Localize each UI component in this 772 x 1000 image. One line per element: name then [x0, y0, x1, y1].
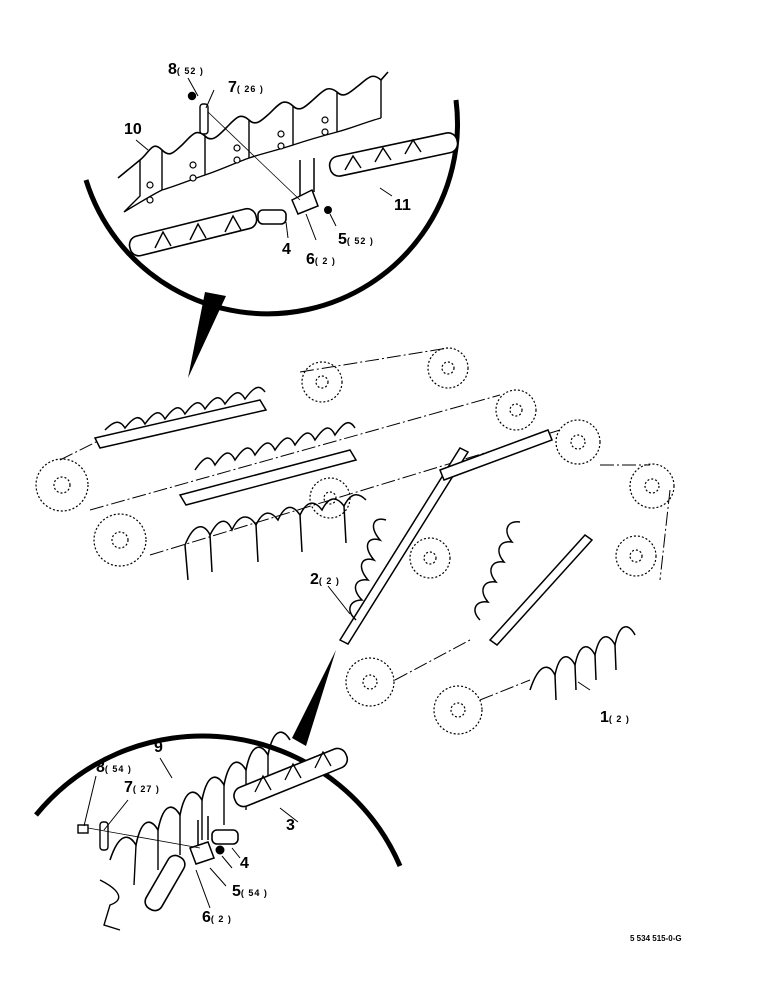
chain-3 — [233, 747, 349, 808]
nut-5 — [324, 206, 332, 214]
callout-top-6-qty: ( 2 ) — [315, 256, 336, 266]
svg-text:7( 27 ): 7( 27 ) — [124, 779, 160, 796]
slat-strip-10-lower — [123, 80, 382, 213]
slat-rivets — [146, 116, 329, 204]
callout-bot-8-qty: ( 54 ) — [105, 764, 132, 774]
svg-text:2( 2 ): 2( 2 ) — [310, 571, 340, 588]
clip-7-and-bolt-8-bottom — [77, 821, 201, 851]
callout-bot-9: 9 — [154, 739, 163, 756]
nut-5-bottom — [215, 845, 225, 855]
svg-text:8( 54 ): 8( 54 ) — [96, 759, 132, 776]
callout-top-6: 6 — [306, 251, 315, 268]
chain-path-lines — [59, 347, 671, 701]
callout-top-10: 10 — [124, 121, 142, 138]
svg-text:8( 52 ): 8( 52 ) — [168, 61, 204, 78]
callout-bot-6: 6 — [202, 909, 211, 926]
connector-link-4 — [257, 209, 287, 225]
callout-top-11: 11 — [394, 197, 411, 214]
top-detail-view: 8( 52 ) 7( 26 ) 10 11 5( 52 ) 4 6( 2 ) — [83, 61, 460, 378]
callout-bot-3: 3 — [286, 817, 295, 834]
sprockets — [35, 347, 675, 735]
top-detail-pointer — [188, 292, 226, 378]
callout-bot-7-qty: ( 27 ) — [133, 784, 160, 794]
main-assembly — [35, 347, 675, 735]
drawing-number: 5 534 515-0-G — [630, 934, 682, 943]
belt-upper — [93, 386, 268, 449]
bottom-detail-view: 9 8( 54 ) 7( 27 ) 3 4 5( 54 ) 6( 2 ) — [34, 650, 403, 931]
callout-bot-8: 8 — [96, 759, 105, 776]
callout-bot-4: 4 — [240, 855, 249, 872]
clip-7-and-bolt-8 — [187, 91, 301, 201]
chain-11 — [328, 132, 459, 177]
chain-lower-left — [128, 207, 258, 257]
callout-mid-2: 2 — [310, 571, 319, 588]
leader-lines-top — [135, 77, 393, 241]
svg-text:6( 2 ): 6( 2 ) — [306, 251, 336, 268]
svg-text:1( 2 ): 1( 2 ) — [600, 709, 630, 726]
attachment-link-6 — [291, 158, 319, 215]
connector-link-4-bottom — [211, 829, 239, 845]
bottom-detail-circle — [34, 733, 403, 867]
callout-mid-1-qty: ( 2 ) — [609, 714, 630, 724]
belt-diagonal-2 — [338, 429, 553, 645]
callout-top-8-qty: ( 52 ) — [177, 66, 204, 76]
slat-belt-1 — [529, 626, 636, 701]
slat-strip-10 — [117, 71, 389, 179]
svg-text:5( 54 ): 5( 54 ) — [232, 883, 268, 900]
callout-top-7: 7 — [228, 79, 237, 96]
callout-top-5-qty: ( 52 ) — [347, 236, 374, 246]
bottom-detail-pointer — [292, 650, 336, 746]
belt-right — [474, 521, 594, 646]
callout-mid-2-qty: ( 2 ) — [319, 576, 340, 586]
svg-text:7( 26 ): 7( 26 ) — [228, 79, 264, 96]
leader-lines-middle — [327, 585, 591, 691]
leader-lines-bottom — [83, 757, 299, 909]
callout-top-7-qty: ( 26 ) — [237, 84, 264, 94]
svg-text:6( 2 ): 6( 2 ) — [202, 909, 232, 926]
callout-top-4: 4 — [282, 241, 291, 258]
callout-bot-7: 7 — [124, 779, 133, 796]
belt-second — [178, 421, 358, 506]
callout-top-5: 5 — [338, 231, 347, 248]
callout-bot-5-qty: ( 54 ) — [241, 888, 268, 898]
svg-text:5( 52 ): 5( 52 ) — [338, 231, 374, 248]
top-detail-circle — [83, 99, 460, 317]
callout-top-8: 8 — [168, 61, 177, 78]
chain-lower — [144, 854, 186, 912]
callout-bot-5: 5 — [232, 883, 241, 900]
callout-mid-1: 1 — [600, 709, 609, 726]
belt-slat-long — [184, 494, 367, 581]
callout-bot-6-qty: ( 2 ) — [211, 914, 232, 924]
